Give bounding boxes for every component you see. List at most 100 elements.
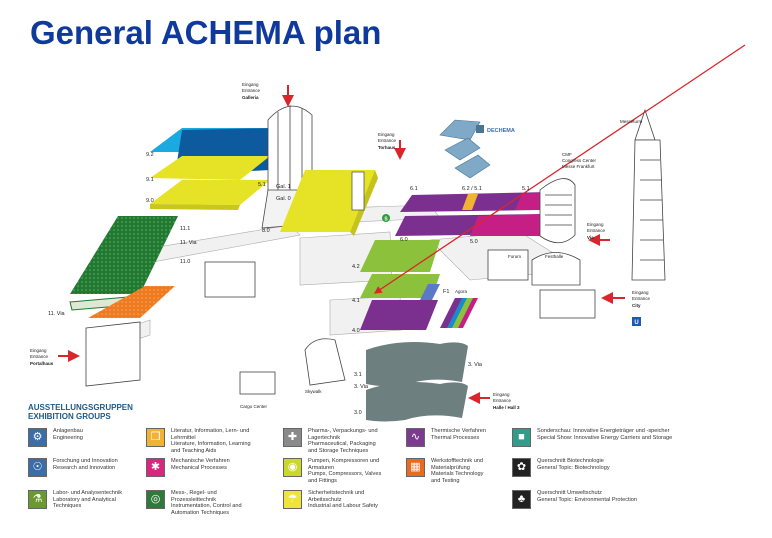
hall-label-9-1: 9.1 [146,177,154,183]
hall-label-3-0: 3.0 [354,410,362,416]
entrance-portalhaus-name: Portalhaus [30,361,54,366]
hall-10-building [204,261,256,298]
annotation-line [373,44,746,294]
hall-label-6-0: 6.0 [400,237,408,243]
hall-9-0-front [150,204,240,210]
hall-label-3-via-b: 3. Via [468,362,483,368]
legend-heading-de: AUSSTELLUNGSGRUPPEN [28,403,133,412]
cargo-label: Cargo Center [240,404,268,409]
entrance-torhaus-name: Torhaus [378,145,396,150]
hall-label-11-1: 11.1 [180,226,190,232]
hall-label-gal-0: Gal. 0 [276,196,291,202]
hall-label-gal-1: Gal. 1 [276,184,291,190]
entrance-city-en: Entrance [632,296,651,301]
hall-label-5-1-top: 5.1 [258,182,266,188]
hall-label-3-via: 3. Via [354,384,369,390]
skywalk-label: Skywalk [305,389,322,394]
hall-label-5-0: 5.0 [470,239,478,245]
hall-4-2[interactable] [360,240,440,272]
entrance-portalhaus-de: Eingang [30,348,47,353]
u-bahn-sign [632,317,641,326]
hall-11 [69,216,178,387]
hall-3-0[interactable] [366,382,468,422]
biotech-icon: ✿ [512,458,531,477]
cargo-building [239,371,276,395]
energy-icon: ■ [512,428,531,447]
festhalle-label: Festhalle [545,254,564,259]
s-bahn-sign [382,214,390,222]
legend-item: ■Sonderschau: Innovative Energieträger u… [512,428,682,456]
mechanical-icon: ✱ [146,458,165,477]
hall-label-9-0: 9.0 [146,198,154,204]
hall-label-agora: Agora [455,289,468,294]
dechema-label: DECHEMA [487,128,515,134]
hall-5-0-magenta[interactable] [470,214,545,236]
hall-8[interactable] [280,170,375,232]
hall-label-11-via-b: 11. Via [48,311,66,317]
hall-4 [360,240,440,330]
dechema-logo [476,125,484,133]
hall-8-tower [351,171,365,211]
entrance-portalhaus-en: Entrance [30,354,49,359]
u-bahn-label: U [634,320,638,326]
research-icon: ☉ [28,458,47,477]
entrance-via-de: Eingang [587,222,604,227]
entrance-galleria-de: Eingang [242,82,259,87]
entrance-halle3-de: Eingang [493,392,510,397]
entrance-city-de: Eingang [632,290,649,295]
skywalk-building [304,338,346,386]
hall-3-1[interactable] [366,342,468,387]
hall-label-3-1: 3.1 [354,372,362,378]
hall-label-4-0: 4.0 [352,328,360,334]
environment-icon: ♣ [512,490,531,509]
hall-6-2[interactable] [462,194,478,210]
laboratory-icon: ⚗ [28,490,47,509]
forum-building [487,249,529,281]
legend-heading: AUSSTELLUNGSGRUPPEN EXHIBITION GROUPS [28,403,133,421]
hall-label-4-1: 4.1 [352,298,360,304]
cmf-building [539,178,576,244]
entrance-city-name: City [632,303,641,308]
hall-9 [150,128,275,210]
hall-label-5-1: 5.1 [522,186,530,192]
f1-agora [440,298,478,328]
entrance-labels: Eingang Entrance Galleria Eingang Entran… [30,82,651,410]
engineering-icon: ⚙ [28,428,47,447]
hall-label-11-via: 11. Via [180,240,198,246]
instrumentation-icon: ◎ [146,490,165,509]
messeturm [631,108,666,281]
hall-9-1[interactable] [150,156,270,180]
forum-label: Forum [508,254,521,259]
building-labels: DECHEMA Messeturm CMF Congress Center Me… [240,119,643,409]
cmf-label-3: Messe Frankfurt [562,164,595,169]
legend-heading-en: EXHIBITION GROUPS [28,412,111,421]
hall-9-0[interactable] [150,180,270,205]
cmf-label-1: CMF [562,152,572,157]
hall-3 [366,342,468,422]
entrance-galleria-en: Entrance [242,88,261,93]
hall-label-11-0: 11.0 [180,259,190,265]
hall-4-0[interactable] [360,300,438,330]
